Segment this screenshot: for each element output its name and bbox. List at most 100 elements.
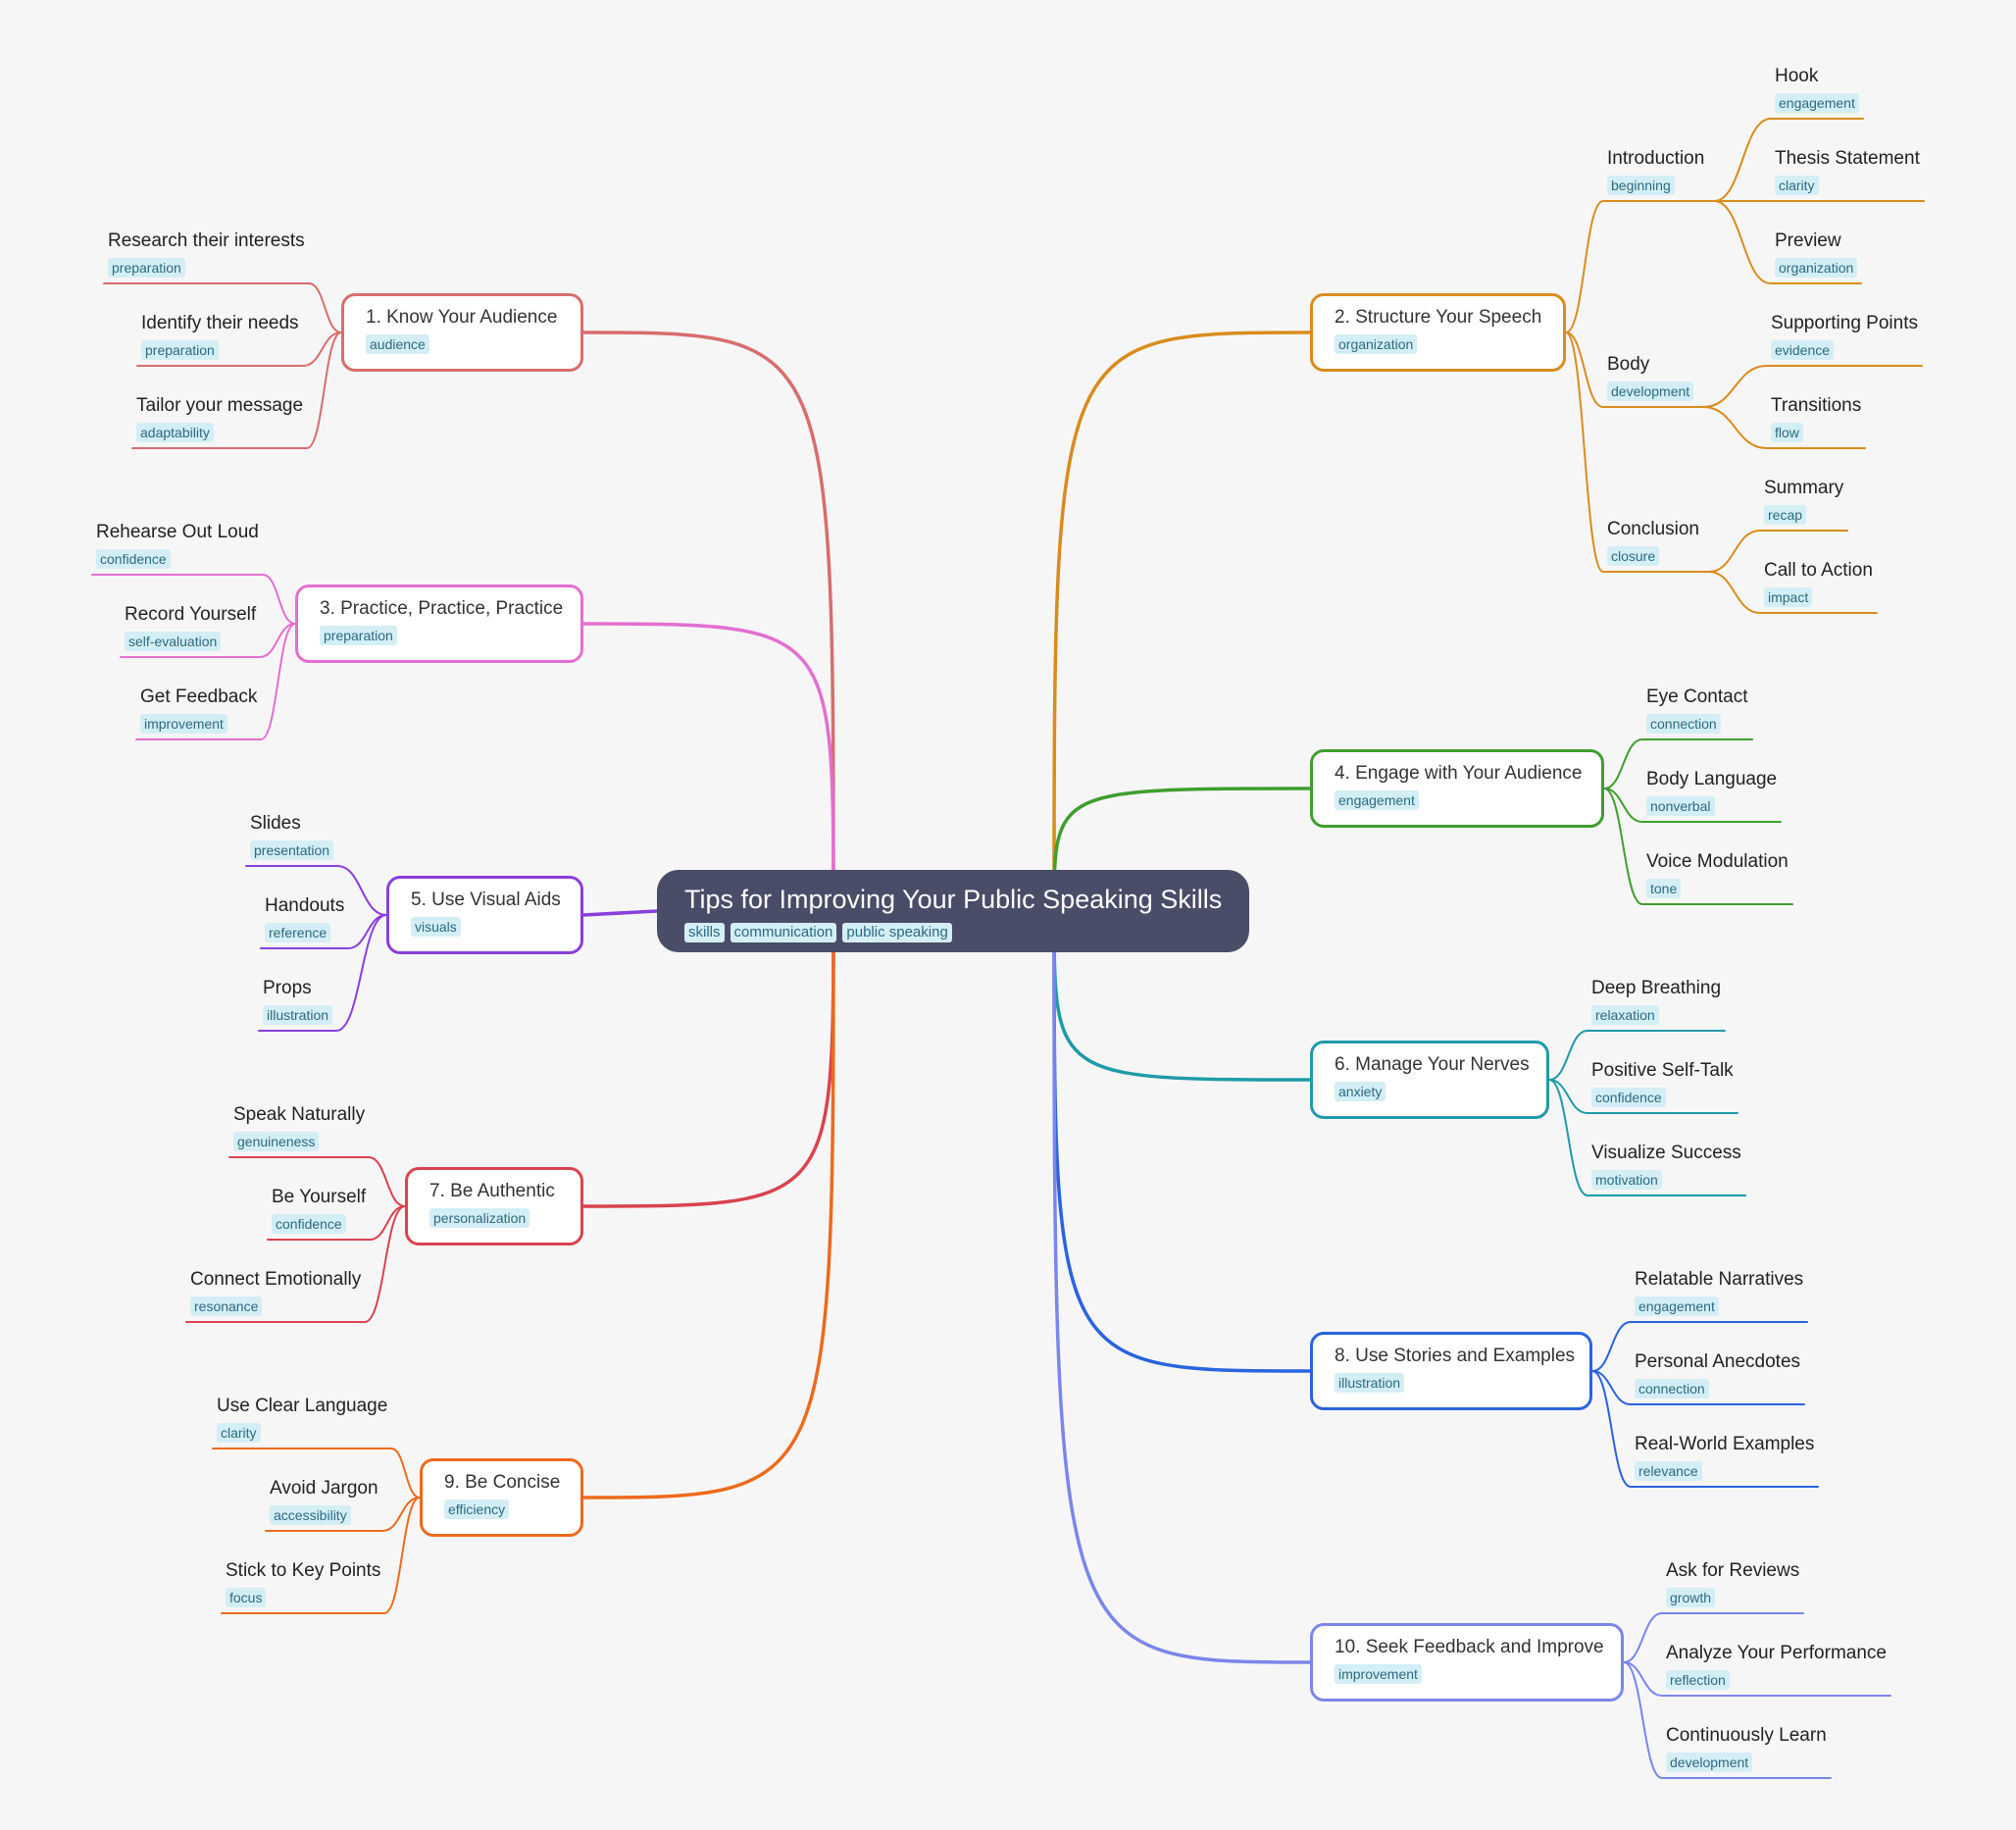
leaf-body-language[interactable]: Body Language nonverbal — [1646, 766, 1777, 816]
branch-engage-audience[interactable]: 4. Engage with Your Audience engagement — [1310, 749, 1604, 828]
leaf-tag: engagement — [1635, 1296, 1719, 1316]
leaf-title: Continuously Learn — [1666, 1725, 1827, 1746]
leaf-supporting-points[interactable]: Supporting Points evidence — [1771, 310, 1918, 360]
leaf-rehearse-out-loud[interactable]: Rehearse Out Loud confidence — [96, 519, 259, 569]
branch-title: 6. Manage Your Nerves — [1335, 1054, 1530, 1075]
sub-title: Introduction — [1607, 148, 1705, 169]
branch-seek-feedback[interactable]: 10. Seek Feedback and Improve improvemen… — [1310, 1623, 1624, 1702]
leaf-tag: genuineness — [233, 1132, 320, 1151]
leaf-visualize-success[interactable]: Visualize Success motivation — [1591, 1140, 1741, 1190]
sub-conclusion[interactable]: Conclusion closure — [1607, 516, 1699, 566]
leaf-connector — [1591, 1370, 1805, 1405]
leaf-analyze-performance[interactable]: Analyze Your Performance reflection — [1666, 1640, 1887, 1690]
leaf-slides[interactable]: Slides presentation — [250, 810, 334, 860]
leaf-voice-modulation[interactable]: Voice Modulation tone — [1646, 848, 1789, 898]
branch-connector — [581, 909, 835, 1208]
leaf-connector — [1565, 331, 1698, 408]
leaf-title: Transitions — [1771, 395, 1862, 416]
leaf-stick-to-key-points[interactable]: Stick to Key Points focus — [226, 1557, 380, 1607]
leaf-tag: preparation — [108, 258, 185, 278]
leaf-summary[interactable]: Summary recap — [1764, 475, 1843, 525]
leaf-connect-emotionally[interactable]: Connect Emotionally resonance — [190, 1266, 361, 1316]
branch-connector — [1052, 330, 1312, 913]
branch-stories-examples[interactable]: 8. Use Stories and Examples illustration — [1310, 1332, 1592, 1410]
leaf-connector — [267, 1205, 406, 1241]
leaf-relatable-narratives[interactable]: Relatable Narratives engagement — [1635, 1266, 1803, 1316]
leaf-record-yourself[interactable]: Record Yourself self-evaluation — [125, 601, 256, 651]
branch-be-concise[interactable]: 9. Be Concise efficiency — [420, 1458, 583, 1537]
leaf-connector — [1623, 1661, 1891, 1697]
branch-tag: illustration — [1335, 1373, 1405, 1393]
leaf-be-yourself[interactable]: Be Yourself confidence — [272, 1184, 366, 1234]
leaf-connector — [1548, 1079, 1746, 1196]
branch-connector — [581, 909, 835, 1500]
leaf-title: Research their interests — [108, 230, 305, 251]
leaf-eye-contact[interactable]: Eye Contact connection — [1646, 684, 1748, 734]
leaf-call-to-action[interactable]: Call to Action impact — [1764, 557, 1873, 607]
leaf-get-feedback[interactable]: Get Feedback improvement — [140, 684, 257, 734]
branch-title: 10. Seek Feedback and Improve — [1335, 1637, 1604, 1657]
branch-know-your-audience[interactable]: 1. Know Your Audience audience — [341, 293, 583, 372]
leaf-continuously-learn[interactable]: Continuously Learn development — [1666, 1722, 1827, 1772]
root-tags: skills communication public speaking — [684, 923, 1222, 942]
leaf-ask-for-reviews[interactable]: Ask for Reviews growth — [1666, 1557, 1799, 1607]
sub-title: Body — [1607, 354, 1650, 375]
branch-tag: preparation — [320, 626, 397, 645]
leaf-use-clear-language[interactable]: Use Clear Language clarity — [217, 1393, 387, 1443]
sub-introduction[interactable]: Introduction beginning — [1607, 145, 1704, 195]
branch-be-authentic[interactable]: 7. Be Authentic personalization — [405, 1167, 583, 1245]
leaf-connector — [245, 865, 387, 916]
branch-tag: efficiency — [444, 1500, 510, 1519]
branch-practice[interactable]: 3. Practice, Practice, Practice preparat… — [295, 585, 583, 663]
leaf-handouts[interactable]: Handouts reference — [265, 892, 344, 942]
leaf-tag: connection — [1646, 714, 1721, 734]
leaf-title: Positive Self-Talk — [1591, 1060, 1734, 1081]
root-tag: public speaking — [842, 923, 952, 942]
leaf-real-world-examples[interactable]: Real-World Examples relevance — [1635, 1431, 1814, 1481]
branch-structure-speech[interactable]: 2. Structure Your Speech organization — [1310, 293, 1566, 372]
leaf-research-interests[interactable]: Research their interests preparation — [108, 228, 305, 278]
leaf-tag: confidence — [1591, 1088, 1666, 1107]
leaf-positive-self-talk[interactable]: Positive Self-Talk confidence — [1591, 1057, 1734, 1107]
leaf-title: Identify their needs — [141, 313, 299, 333]
sub-body[interactable]: Body development — [1607, 351, 1694, 401]
root-topic[interactable]: Tips for Improving Your Public Speaking … — [657, 870, 1250, 952]
leaf-tag: reference — [265, 923, 331, 942]
leaf-connector — [228, 1156, 406, 1207]
branch-connector — [581, 622, 835, 913]
leaf-speak-naturally[interactable]: Speak Naturally genuineness — [233, 1101, 365, 1151]
leaf-hook[interactable]: Hook engagement — [1775, 63, 1859, 113]
leaf-transitions[interactable]: Transitions flow — [1771, 392, 1861, 442]
leaf-tag: tone — [1646, 879, 1682, 898]
leaf-title: Connect Emotionally — [190, 1269, 362, 1290]
leaf-title: Record Yourself — [125, 604, 257, 625]
leaf-props[interactable]: Props illustration — [263, 975, 333, 1025]
leaf-preview[interactable]: Preview organization — [1775, 228, 1858, 278]
branch-title: 1. Know Your Audience — [366, 307, 558, 328]
leaf-tailor-message[interactable]: Tailor your message adaptability — [136, 392, 303, 442]
branch-visual-aids[interactable]: 5. Use Visual Aids visuals — [386, 876, 583, 954]
leaf-title: Ask for Reviews — [1666, 1560, 1800, 1581]
branch-connector — [1052, 909, 1312, 1664]
leaf-tag: illustration — [263, 1005, 333, 1025]
leaf-tag: organization — [1775, 258, 1858, 278]
branch-tag: personalization — [429, 1208, 530, 1228]
sub-tag: closure — [1607, 546, 1660, 566]
leaf-thesis-statement[interactable]: Thesis Statement clarity — [1775, 145, 1920, 195]
leaf-title: Body Language — [1646, 769, 1778, 789]
leaf-avoid-jargon[interactable]: Avoid Jargon accessibility — [270, 1475, 378, 1525]
branch-connector — [1052, 787, 1312, 913]
branch-connector — [581, 330, 835, 913]
leaf-title: Voice Modulation — [1646, 851, 1789, 872]
leaf-title: Summary — [1764, 478, 1844, 498]
leaf-deep-breathing[interactable]: Deep Breathing relaxation — [1591, 975, 1721, 1025]
leaf-connector — [1708, 530, 1848, 573]
branch-title: 4. Engage with Your Audience — [1335, 763, 1583, 784]
leaf-identify-needs[interactable]: Identify their needs preparation — [141, 310, 299, 360]
leaf-connector — [131, 331, 342, 449]
branch-manage-nerves[interactable]: 6. Manage Your Nerves anxiety — [1310, 1041, 1549, 1119]
leaf-connector — [1548, 1030, 1726, 1081]
leaf-personal-anecdotes[interactable]: Personal Anecdotes connection — [1635, 1348, 1800, 1398]
leaf-tag: evidence — [1771, 340, 1835, 360]
leaf-title: Be Yourself — [272, 1187, 367, 1207]
